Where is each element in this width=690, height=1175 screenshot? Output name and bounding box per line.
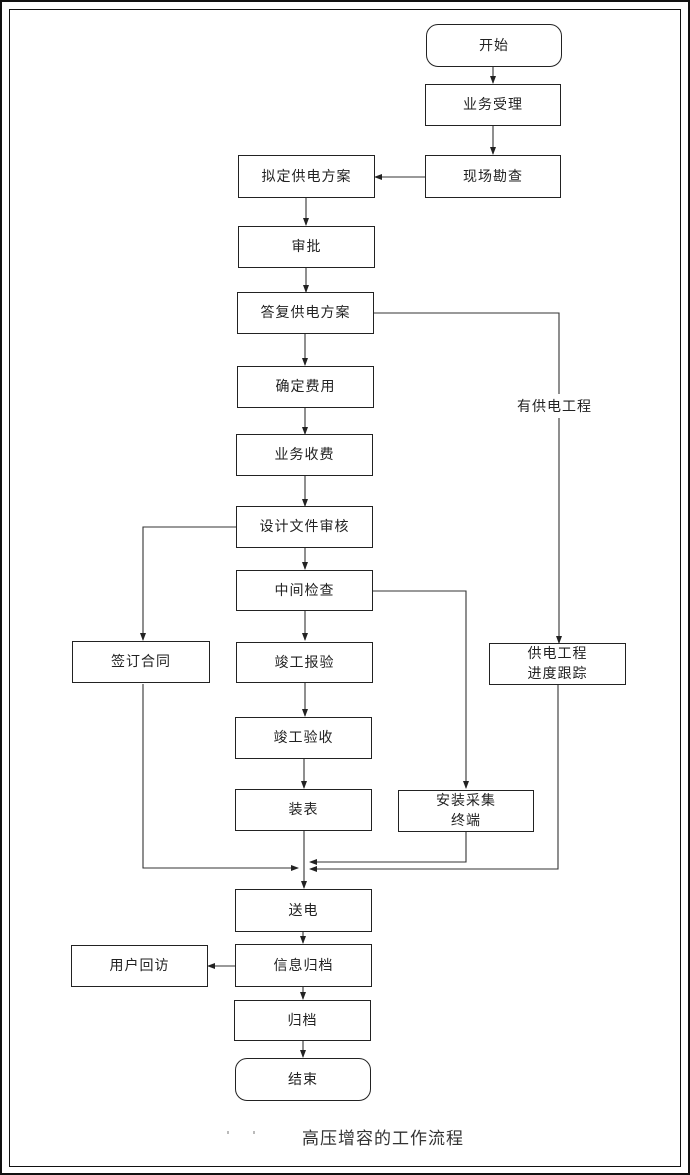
node-completion-report: 竣工报验 xyxy=(236,642,373,683)
node-start: 开始 xyxy=(426,24,562,67)
inner-frame xyxy=(9,9,681,1167)
edge-design-review-sign-contract xyxy=(140,526,237,641)
scan-speck xyxy=(227,1131,229,1134)
node-power-on: 送电 xyxy=(235,889,372,932)
edge-reply-plan-project-tracking xyxy=(373,312,562,644)
node-draft-supply-plan: 拟定供电方案 xyxy=(238,155,375,198)
node-archive: 归档 xyxy=(234,1000,371,1041)
node-mid-inspection: 中间检查 xyxy=(236,570,373,611)
node-sign-contract: 签订合同 xyxy=(72,641,210,683)
edge-install-terminal-power-on xyxy=(309,831,467,865)
node-design-document-review: 设计文件审核 xyxy=(236,506,373,548)
edge-project-tracking-power-on xyxy=(309,685,559,872)
node-completion-acceptance: 竣工验收 xyxy=(235,717,372,759)
node-info-archive: 信息归档 xyxy=(235,944,372,987)
scan-speck xyxy=(253,1131,255,1134)
node-install-collection-terminal: 安装采集 终端 xyxy=(398,790,534,832)
edge-label-has-supply-project: 有供电工程 xyxy=(517,394,592,418)
edge-sign-contract-power-on xyxy=(142,684,299,871)
edge-mid-inspection-install-terminal xyxy=(372,590,469,789)
node-business-acceptance: 业务受理 xyxy=(425,84,561,126)
node-approval: 审批 xyxy=(238,226,375,268)
node-collect-fee: 业务收费 xyxy=(236,434,373,476)
node-project-progress-tracking: 供电工程 进度跟踪 xyxy=(489,643,626,685)
node-end: 结束 xyxy=(235,1058,371,1101)
node-install-meter: 装表 xyxy=(235,789,372,831)
node-user-revisit: 用户回访 xyxy=(71,945,208,987)
node-confirm-fee: 确定费用 xyxy=(237,366,374,408)
node-site-survey: 现场勘查 xyxy=(425,155,561,198)
diagram-caption: 高压增容的工作流程 xyxy=(302,1129,464,1149)
node-reply-supply-plan: 答复供电方案 xyxy=(237,292,374,334)
